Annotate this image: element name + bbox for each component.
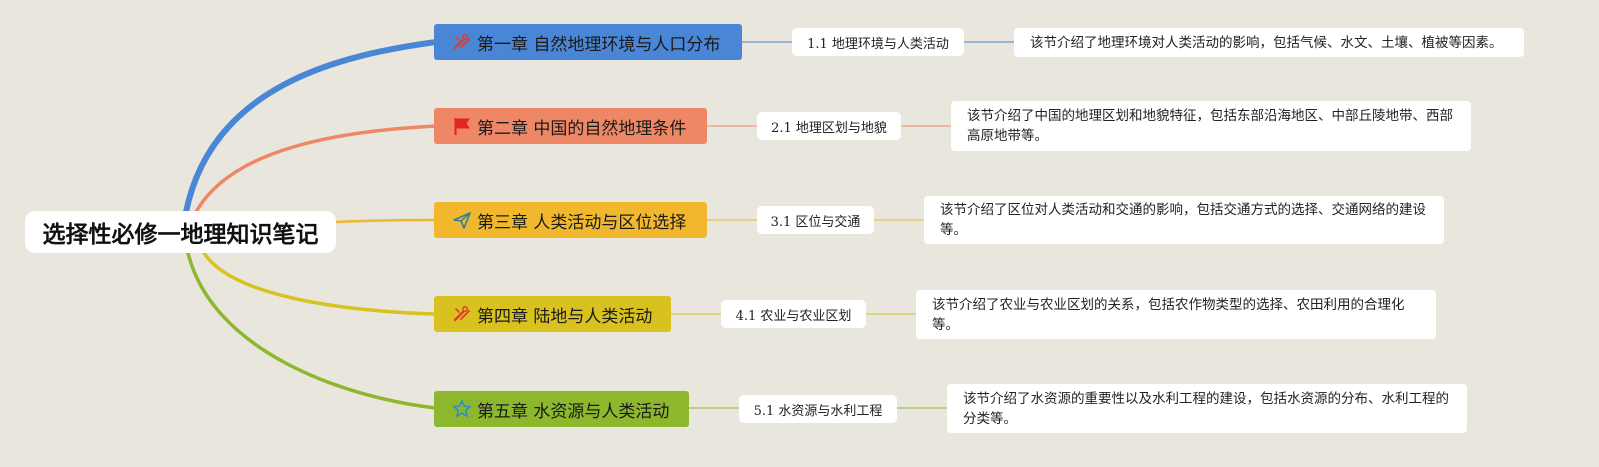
branch-connector-3 (334, 218, 438, 224)
tools-icon (452, 32, 472, 52)
star-icon (452, 399, 472, 419)
section-title: 2.1 地理区划与地貌 (771, 120, 887, 136)
section-topic-5[interactable]: 5.1 水资源与水利工程 (739, 395, 897, 423)
section-topic-4[interactable]: 4.1 农业与农业区划 (721, 300, 866, 328)
chapter-topic-3[interactable]: 第三章 人类活动与区位选择 (434, 202, 707, 238)
section-topic-1[interactable]: 1.1 地理环境与人类活动 (792, 28, 964, 56)
description-topic-4[interactable]: 该节介绍了农业与农业区划的关系，包括农作物类型的选择、农田利用的合理化等。 (916, 290, 1436, 339)
description-text: 该节介绍了地理环境对人类活动的影响，包括气候、水文、土壤、植被等因素。 (1030, 34, 1503, 51)
description-topic-5[interactable]: 该节介绍了水资源的重要性以及水利工程的建设，包括水资源的分布、水利工程的分类等。 (947, 384, 1467, 433)
paper-plane-icon (452, 210, 472, 230)
chapter-topic-4[interactable]: 第四章 陆地与人类活动 (434, 296, 671, 332)
branch-connector-2 (194, 124, 438, 214)
root-topic-label: 选择性必修一地理知识笔记 (42, 222, 319, 248)
branch-connector-1 (183, 39, 439, 215)
section-title: 3.1 区位与交通 (770, 214, 861, 230)
chapter-title: 第五章 水资源与人类活动 (477, 401, 670, 422)
branch-connector-4 (202, 251, 438, 316)
section-title: 5.1 水资源与水利工程 (753, 403, 883, 419)
description-text: 该节介绍了区位对人类活动和交通的影响，包括交通方式的选择、交通网络的建设等。 (940, 202, 1426, 238)
root-topic[interactable]: 选择性必修一地理知识笔记 (25, 211, 336, 253)
chapter-topic-1[interactable]: 第一章 自然地理环境与人口分布 (434, 24, 742, 60)
chapter-topic-2[interactable]: 第二章 中国的自然地理条件 (434, 108, 707, 144)
description-text: 该节介绍了中国的地理区划和地貌特征，包括东部沿海地区、中部丘陵地带、西部高原地带… (967, 108, 1453, 144)
chapter-topic-5[interactable]: 第五章 水资源与人类活动 (434, 391, 689, 427)
section-title: 4.1 农业与农业区划 (735, 308, 852, 324)
description-topic-2[interactable]: 该节介绍了中国的地理区划和地貌特征，包括东部沿海地区、中部丘陵地带、西部高原地带… (951, 101, 1471, 151)
description-text: 该节介绍了水资源的重要性以及水利工程的建设，包括水资源的分布、水利工程的分类等。 (963, 390, 1449, 427)
branch-connector-5 (186, 251, 438, 410)
chapter-title: 第二章 中国的自然地理条件 (477, 118, 687, 139)
section-topic-3[interactable]: 3.1 区位与交通 (757, 206, 874, 234)
chapter-title: 第四章 陆地与人类活动 (477, 306, 653, 327)
chapter-title: 第一章 自然地理环境与人口分布 (477, 34, 721, 55)
section-title: 1.1 地理环境与人类活动 (807, 36, 949, 52)
section-topic-2[interactable]: 2.1 地理区划与地貌 (757, 112, 901, 140)
tools-icon (452, 304, 472, 324)
chapter-title: 第三章 人类活动与区位选择 (477, 212, 687, 233)
description-text: 该节介绍了农业与农业区划的关系，包括农作物类型的选择、农田利用的合理化等。 (932, 296, 1405, 333)
description-topic-1[interactable]: 该节介绍了地理环境对人类活动的影响，包括气候、水文、土壤、植被等因素。 (1014, 28, 1524, 57)
flag-icon (452, 116, 472, 136)
description-topic-3[interactable]: 该节介绍了区位对人类活动和交通的影响，包括交通方式的选择、交通网络的建设等。 (924, 196, 1444, 244)
